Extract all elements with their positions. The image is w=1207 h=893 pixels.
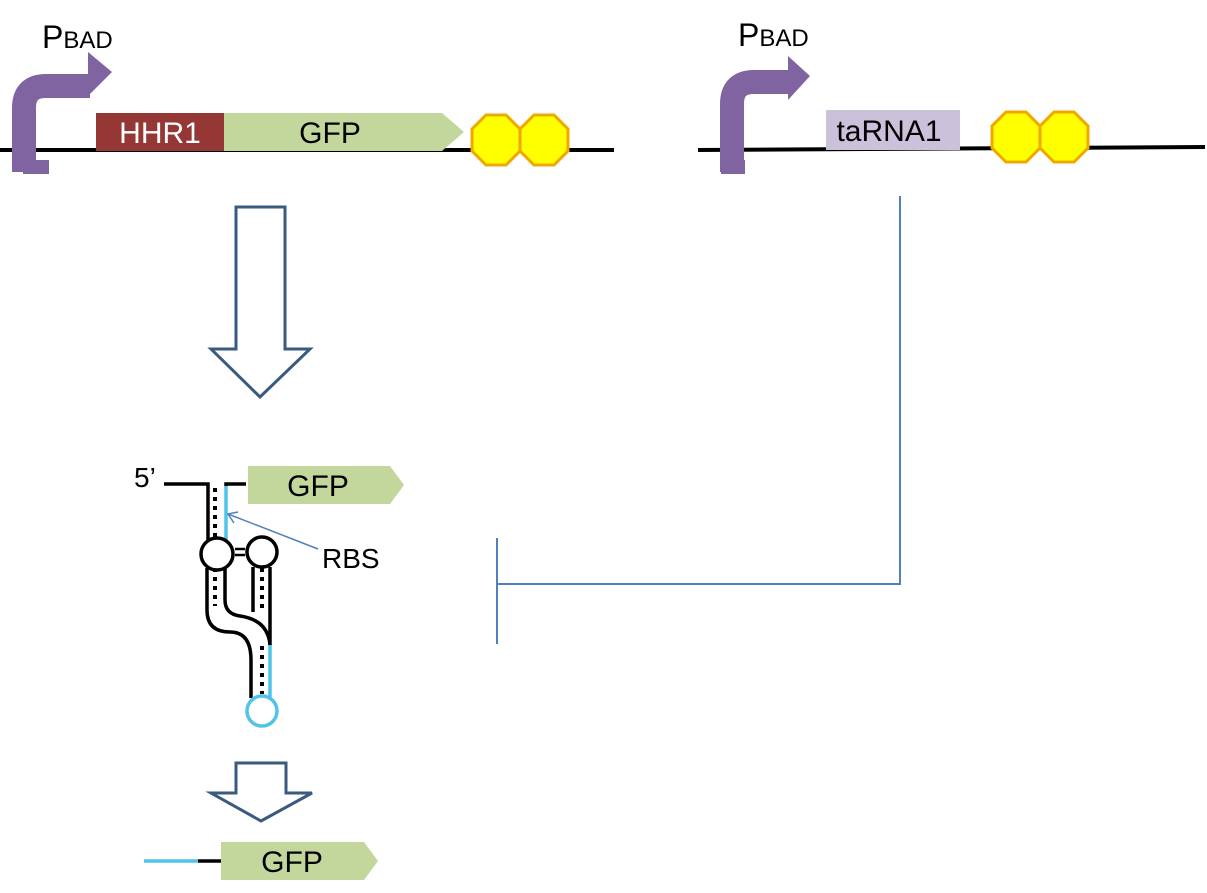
gfp-part-left — [224, 113, 464, 151]
gfp-label-hairpin: GFP — [287, 470, 349, 503]
process-arrow-large-icon — [207, 205, 314, 400]
five-prime-label: 5’ — [134, 462, 156, 493]
terminator-right-icon — [990, 110, 1090, 164]
inhibition-icon — [496, 196, 901, 644]
promoter-right-label: PBAD — [738, 17, 809, 53]
terminator-left-icon — [470, 113, 570, 167]
tarna1-label: taRNA1 — [836, 115, 941, 148]
product-transcript: GFP — [144, 842, 378, 880]
gfp-part-product — [221, 842, 378, 880]
gfp-label-left: GFP — [299, 117, 361, 150]
hhr1-part — [96, 113, 224, 151]
promoter-left-label: PBAD — [42, 19, 113, 55]
gfp-label-product: GFP — [261, 846, 323, 879]
tarna1-part — [826, 110, 960, 150]
process-arrow-small-icon — [205, 761, 313, 823]
rbs-pointer-icon — [226, 511, 319, 550]
rna-hairpin-structure: 5’ GFP — [134, 462, 404, 728]
left-construct: PBAD HHR1 GFP — [0, 19, 614, 174]
right-construct: PBAD taRNA1 — [697, 17, 1206, 174]
promoter-left-icon — [12, 52, 112, 174]
promoter-right-icon — [720, 56, 810, 174]
hhr1-label: HHR1 — [119, 117, 201, 150]
rbs-label: RBS — [322, 543, 380, 574]
gfp-part-hairpin — [248, 466, 404, 504]
